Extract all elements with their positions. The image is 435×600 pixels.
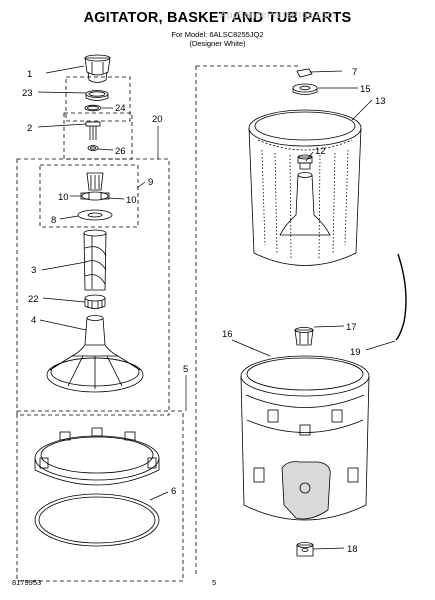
tub-ring-part xyxy=(34,427,160,547)
callout-12: 12 xyxy=(315,146,326,157)
tub-part xyxy=(240,355,370,521)
callout-labels: 1 23 24 2 26 20 9 10 10 8 3 22 4 5 6 7 1… xyxy=(22,67,386,555)
callout-24: 24 xyxy=(115,103,126,114)
group-boxes xyxy=(16,65,300,582)
nut-part-12 xyxy=(297,154,313,164)
callout-7: 7 xyxy=(352,67,357,78)
callout-6: 6 xyxy=(171,486,176,497)
callout-10-right: 10 xyxy=(126,195,137,206)
leader-lines xyxy=(37,65,396,550)
callout-10-left: 10 xyxy=(58,192,69,203)
wash-basket-part xyxy=(248,109,362,266)
diagram-title: AGITATOR, BASKET AND TUB PARTS xyxy=(83,10,352,26)
nut-clip-part xyxy=(292,68,318,95)
group-box-5 xyxy=(16,410,184,582)
callout-16: 16 xyxy=(222,329,233,340)
watermark-text: AppliancePartsPros.com xyxy=(220,10,337,21)
callout-8: 8 xyxy=(51,215,56,226)
model-line: For Model: 6ALSC8255JQ2 xyxy=(171,30,264,39)
callout-19: 19 xyxy=(350,347,361,358)
callout-3: 3 xyxy=(31,265,36,276)
callout-20: 20 xyxy=(152,114,163,125)
callout-23: 23 xyxy=(22,88,33,99)
coupling-part xyxy=(294,327,314,346)
callout-4: 4 xyxy=(31,315,36,326)
callout-18: 18 xyxy=(347,544,358,555)
page-number: 5 xyxy=(212,578,217,587)
agitator-cap-part xyxy=(84,54,111,83)
auger-part xyxy=(83,229,107,291)
group-box-9 xyxy=(39,164,139,228)
callout-22: 22 xyxy=(28,294,39,305)
callout-15: 15 xyxy=(360,84,371,95)
callout-13: 13 xyxy=(375,96,386,107)
callout-1: 1 xyxy=(27,69,32,80)
hose-part xyxy=(395,253,407,341)
callout-26: 26 xyxy=(115,146,126,157)
dog-assembly-part xyxy=(77,172,113,221)
bearing-part xyxy=(84,294,106,309)
nut-part-18 xyxy=(296,542,314,557)
callout-17: 17 xyxy=(346,322,357,333)
document-number: 8179953 xyxy=(12,578,42,587)
group-box-23 xyxy=(65,76,131,122)
bolt-part xyxy=(85,121,101,151)
color-line: (Designer White) xyxy=(189,39,246,48)
callout-2: 2 xyxy=(27,123,32,134)
agitator-base-part xyxy=(46,315,144,393)
callout-9: 9 xyxy=(148,177,153,188)
model-info: For Model: 6ALSC8255JQ2 (Designer White) xyxy=(0,30,435,48)
seal-part xyxy=(84,90,109,112)
group-box-20 xyxy=(16,158,170,416)
callout-5: 5 xyxy=(183,364,188,375)
